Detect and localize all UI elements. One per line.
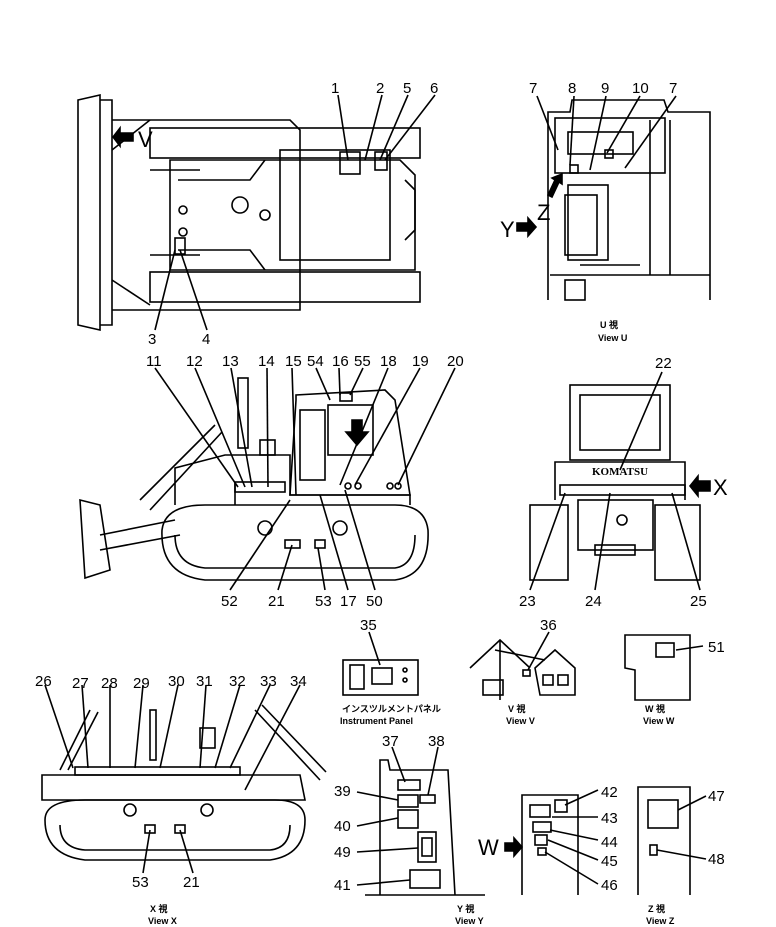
callout-25: 25 <box>690 593 707 610</box>
callout-2: 2 <box>376 80 384 97</box>
callout-23: 23 <box>519 593 536 610</box>
callout-51: 51 <box>708 639 725 656</box>
callout-11: 11 <box>146 353 162 370</box>
callout-20: 20 <box>447 353 464 370</box>
callout-36: 36 <box>540 617 557 634</box>
side-view-drawing <box>79 377 429 581</box>
callout-54: 54 <box>307 353 324 370</box>
callout-41: 41 <box>334 877 351 894</box>
top-plan-view <box>77 93 421 332</box>
callout-13: 13 <box>222 353 239 370</box>
callout-35: 35 <box>360 617 377 634</box>
callout-7-right: 7 <box>669 80 677 97</box>
callout-45: 45 <box>601 853 618 870</box>
callout-26: 26 <box>35 673 52 690</box>
callout-3: 3 <box>148 331 156 348</box>
view-w-arrow <box>504 835 524 859</box>
instrument-panel-drawing <box>342 659 419 696</box>
callout-21-side: 21 <box>268 593 285 610</box>
callout-40: 40 <box>334 818 351 835</box>
callout-30: 30 <box>168 673 185 690</box>
view-x-caption-ja: X 視 <box>150 903 168 914</box>
callout-39: 39 <box>334 783 351 800</box>
view-x-letter: X <box>713 475 728 500</box>
callout-6: 6 <box>430 80 438 97</box>
callout-27: 27 <box>72 675 89 692</box>
callout-15: 15 <box>285 353 302 370</box>
panel-caption-en: Instrument Panel <box>340 716 413 726</box>
callout-14: 14 <box>258 353 275 370</box>
callout-12: 12 <box>186 353 203 370</box>
callout-10: 10 <box>632 80 649 97</box>
callout-32: 32 <box>229 673 246 690</box>
callout-52: 52 <box>221 593 238 610</box>
callout-34: 34 <box>290 673 307 690</box>
view-y-caption-ja: Y 視 <box>457 903 474 914</box>
view-u-caption-en: View U <box>598 333 627 343</box>
callout-17: 17 <box>340 593 357 610</box>
panel-caption-ja: インスツルメントパネル <box>342 703 441 714</box>
view-y-caption-en: View Y <box>455 916 484 926</box>
view-y-arrow-u <box>516 215 538 239</box>
view-z-caption-ja: Z 視 <box>648 903 665 914</box>
callout-47: 47 <box>708 788 725 805</box>
callout-53-x: 53 <box>132 874 149 891</box>
view-w-letter: W <box>478 835 499 860</box>
callout-50: 50 <box>366 593 383 610</box>
view-z-drawing <box>637 786 691 895</box>
callout-43: 43 <box>601 810 618 827</box>
view-z-arrow <box>546 172 563 199</box>
callout-24: 24 <box>585 593 602 610</box>
callout-33: 33 <box>260 673 277 690</box>
callout-16: 16 <box>332 353 349 370</box>
side-view-arrow-u <box>344 419 370 447</box>
callout-7-left: 7 <box>529 80 537 97</box>
view-y-drawing <box>365 759 485 896</box>
view-v-caption-en: View V <box>506 716 535 726</box>
rear-view-drawing <box>529 384 701 581</box>
callout-28: 28 <box>101 675 118 692</box>
view-v-drawing <box>469 638 576 700</box>
callout-9: 9 <box>601 80 609 97</box>
view-w-caption-en: View W <box>643 716 675 726</box>
view-captions: U 視 View U インスツルメントパネル Instrument Panel … <box>148 319 675 926</box>
callout-38: 38 <box>428 733 445 750</box>
callout-19: 19 <box>412 353 429 370</box>
callout-22: 22 <box>655 355 672 372</box>
view-w-caption-ja: W 視 <box>645 703 665 714</box>
view-u-drawing <box>547 99 711 301</box>
callout-8: 8 <box>568 80 576 97</box>
view-x-drawing <box>41 704 327 861</box>
callout-37: 37 <box>382 733 399 750</box>
view-z-letter: Z <box>537 200 550 225</box>
callout-48: 48 <box>708 851 725 868</box>
view-w-panel-drawing <box>521 794 579 895</box>
view-x-arrow <box>688 473 711 499</box>
callout-31: 31 <box>196 673 213 690</box>
callout-5: 5 <box>403 80 411 97</box>
callout-1: 1 <box>331 80 339 97</box>
callout-55: 55 <box>354 353 371 370</box>
view-x-caption-en: View X <box>148 916 177 926</box>
view-u-caption-ja: U 視 <box>600 319 618 330</box>
callout-18: 18 <box>380 353 397 370</box>
view-v-caption-ja: V 視 <box>508 703 526 714</box>
view-y-letter: Y <box>500 217 515 242</box>
callout-46: 46 <box>601 877 618 894</box>
callout-44: 44 <box>601 834 618 851</box>
cab-brand-logo: KOMATSU <box>592 466 648 478</box>
view-z-caption-en: View Z <box>646 916 675 926</box>
callout-4: 4 <box>202 331 210 348</box>
view-w-drawing <box>624 634 691 701</box>
callout-21-x: 21 <box>183 874 200 891</box>
callout-29: 29 <box>133 675 150 692</box>
callout-42: 42 <box>601 784 618 801</box>
callout-49: 49 <box>334 844 351 861</box>
callout-numbers: 1 2 3 4 5 6 7 8 9 10 7 11 12 13 14 15 54… <box>35 80 725 894</box>
view-v-arrow <box>111 125 134 149</box>
callout-53-side: 53 <box>315 593 332 610</box>
view-v-letter: V <box>138 127 153 152</box>
